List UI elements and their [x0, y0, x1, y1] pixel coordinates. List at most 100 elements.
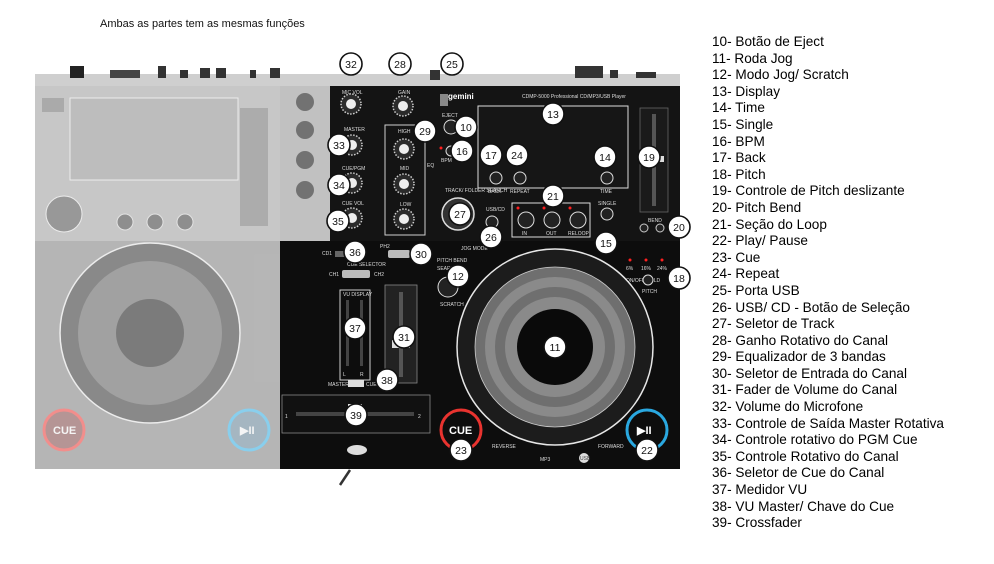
callout-number-31: 31 [398, 332, 410, 344]
time-button[interactable] [600, 171, 614, 185]
legend-item-39: 39- Crossfader [712, 515, 802, 531]
callout-number-29: 29 [419, 126, 431, 138]
loop-out-button[interactable] [543, 211, 561, 229]
top-connectors [35, 66, 680, 86]
usb-port[interactable] [440, 94, 448, 106]
single-text: SINGLE [598, 201, 617, 207]
usb-logo-text: USB [580, 456, 591, 462]
loop-in-button[interactable] [517, 211, 535, 229]
usb-logo-icon [579, 453, 589, 463]
legend-item-18: 18- Pitch [712, 166, 766, 182]
callout-19: 19 [637, 145, 661, 169]
callout-12: 12 [446, 264, 470, 288]
legend-item-20: 20- Pitch Bend [712, 199, 802, 215]
master-cue-text: MASTER [328, 382, 349, 388]
callout-32: 32 [339, 52, 363, 76]
pitch-text: PITCH [642, 289, 657, 295]
callout-number-14: 14 [599, 152, 611, 164]
pitch-button[interactable] [642, 274, 654, 286]
callout-36: 36 [343, 240, 367, 264]
eq-high-knob[interactable] [393, 138, 415, 160]
callout-24: 24 [505, 143, 529, 167]
reloop-button[interactable] [569, 211, 587, 229]
play-text: ▶II [636, 425, 652, 437]
legend-item-33: 33- Controle de Saída Master Rotativa [712, 415, 944, 431]
legend-item-12: 12- Modo Jog/ Scratch [712, 67, 849, 83]
cue-selector-text: CUE SELECTOR [347, 262, 386, 268]
left-cue-text: CUE [53, 425, 76, 437]
scratch-text: SCRATCH [440, 302, 464, 308]
pitch-bend-minus[interactable] [639, 223, 649, 233]
pitch-bend-plus[interactable] [655, 223, 665, 233]
legend-item-10: 10- Botão de Eject [712, 34, 824, 49]
callout-number-17: 17 [485, 150, 497, 162]
mic-vol-text: MIC VOL [342, 90, 363, 96]
callout-number-20: 20 [673, 222, 685, 234]
mixer-diagram: CUE ▶II MIC VOL [35, 52, 691, 486]
ch1-text: CH1 [329, 272, 339, 278]
callout-number-25: 25 [446, 59, 458, 71]
repeat-text: REPEAT [510, 189, 530, 195]
callout-37: 37 [343, 316, 367, 340]
gain-knob[interactable] [392, 95, 414, 117]
in-text: IN [522, 231, 527, 237]
channel-input-selector[interactable] [388, 250, 410, 258]
search-mode-text: SEARCH [437, 266, 458, 272]
callout-number-18: 18 [673, 273, 685, 285]
callout-number-11: 11 [550, 342, 561, 354]
ph2-text: PH2 [380, 244, 390, 250]
eq-text: EQ [427, 163, 434, 169]
usb-cd-text: USB/CD [486, 207, 505, 213]
single-button[interactable] [600, 207, 614, 221]
mic-vol-knob[interactable] [340, 93, 362, 115]
callout-number-38: 38 [381, 375, 393, 387]
callout-13: 13 [541, 102, 565, 126]
legend-item-28: 28- Ganho Rotativo do Canal [712, 332, 889, 348]
vu-r-text: R [360, 372, 364, 378]
legend-item-35: 35- Controle Rotativo do Canal [712, 448, 899, 464]
legend-item-17: 17- Back [712, 150, 766, 166]
bend-text: BEND [648, 218, 662, 224]
pitch-bend-mode-text: PITCH BEND [437, 258, 468, 264]
legend-item-14: 14- Time [712, 100, 765, 116]
callout-21: 21 [541, 184, 565, 208]
legend-item-37: 37- Medidor VU [712, 482, 808, 498]
left-play-text: ▶II [239, 425, 255, 437]
callout-11: 11 [543, 335, 567, 359]
callout-30: 30 [409, 242, 433, 266]
callout-15: 15 [594, 231, 618, 255]
callout-number-23: 23 [455, 445, 467, 457]
pct24-text: 24% [657, 266, 668, 272]
legend-item-22: 22- Play/ Pause [712, 233, 808, 249]
low-text: LOW [400, 202, 412, 208]
forward-text: FORWARD [598, 444, 624, 450]
time-text: TIME [600, 189, 613, 195]
pct16-text: 16% [641, 266, 652, 272]
eq-low-knob[interactable] [393, 208, 415, 230]
channel-cue-selector[interactable] [342, 270, 370, 278]
callout-number-27: 27 [454, 209, 466, 221]
legend-item-19: 19- Controle de Pitch deslizante [712, 183, 905, 199]
callout-number-22: 22 [641, 445, 653, 457]
callout-26: 26 [479, 225, 503, 249]
eq-mid-knob[interactable] [393, 173, 415, 195]
callout-34: 34 [327, 173, 351, 197]
back-button[interactable] [489, 171, 503, 185]
callout-23: 23 [449, 438, 473, 462]
callout-16: 16 [450, 139, 474, 163]
callout-27: 27 [448, 202, 472, 226]
reloop-text: RELOOP [568, 231, 590, 237]
bpm-text: BPM [441, 158, 452, 164]
cue-text: CUE [449, 425, 472, 437]
callout-25: 25 [440, 52, 464, 76]
callout-14: 14 [593, 145, 617, 169]
callout-number-24: 24 [511, 150, 523, 162]
repeat-button[interactable] [513, 171, 527, 185]
cf-left-text: 1 [285, 414, 288, 420]
callout-28: 28 [388, 52, 412, 76]
callout-number-12: 12 [452, 271, 464, 283]
vu-master-cue-switch[interactable] [348, 380, 364, 387]
callout-number-35: 35 [332, 216, 344, 228]
